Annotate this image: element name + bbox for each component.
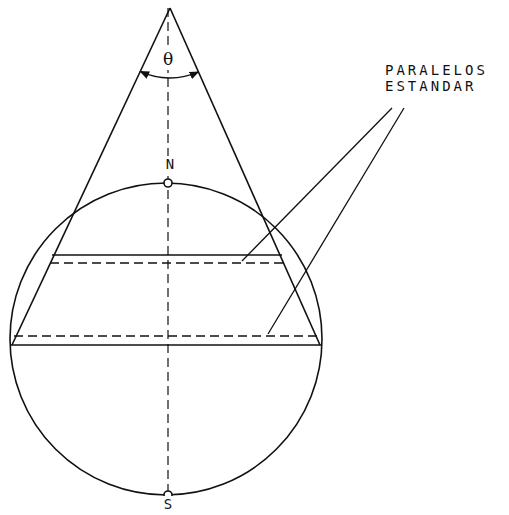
cone-side xyxy=(12,8,170,345)
pole-label: N xyxy=(164,156,176,172)
cone-side xyxy=(170,8,320,345)
callout-label: PARALELOS ESTANDAR xyxy=(383,62,505,94)
angle-arc xyxy=(140,71,198,78)
secant-line xyxy=(10,344,321,346)
leader-line xyxy=(268,108,404,334)
standard-parallel xyxy=(50,262,288,264)
standard-parallel xyxy=(14,335,318,337)
polar-axis xyxy=(167,8,168,495)
pole-label: S xyxy=(162,496,174,512)
pole-point xyxy=(164,179,172,187)
angle-label: θ xyxy=(161,50,175,70)
leader-line xyxy=(242,108,392,261)
sphere xyxy=(10,183,322,495)
